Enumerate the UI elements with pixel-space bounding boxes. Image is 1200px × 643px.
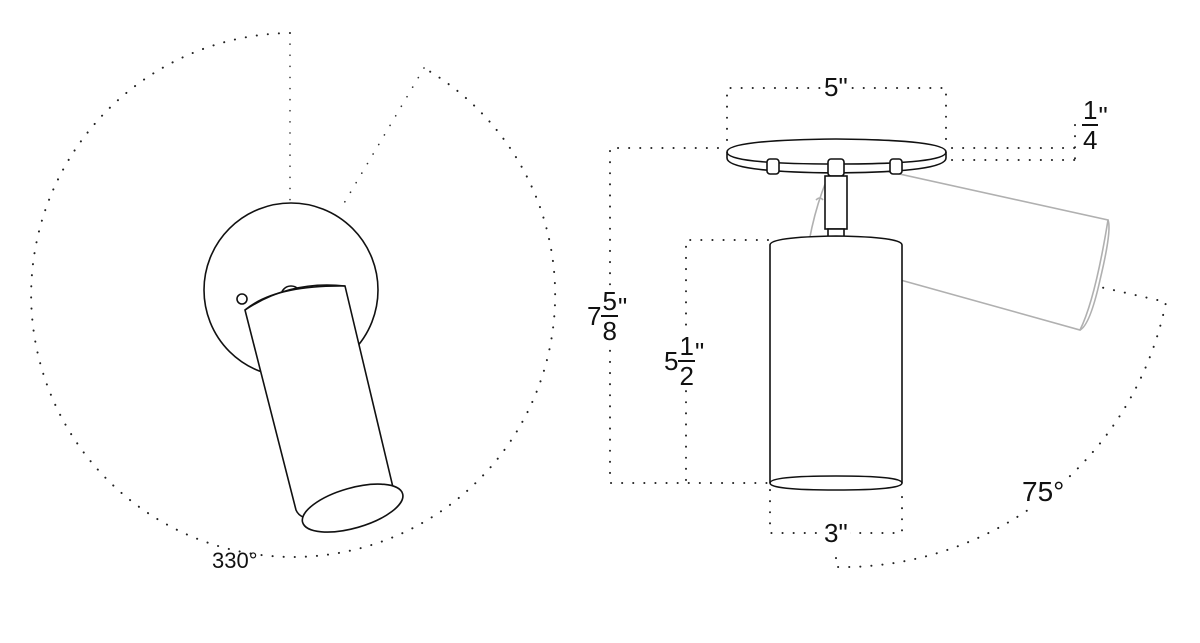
fraction-denominator: 4 [1083,125,1098,155]
fraction: 5 8 [601,286,618,346]
whole-number: 7 [587,301,602,331]
shade-diameter-dim [769,489,903,534]
stem [824,175,848,230]
rotation-view [30,32,557,558]
fraction-numerator: 5 [601,286,618,317]
canopy-thickness-label: 1 4 " [1082,97,1108,153]
fraction-numerator: 1 [678,331,695,362]
rotated-cylinder [244,284,404,533]
shade-diameter-label: 3" [822,518,850,548]
whole-number: 5 [664,346,679,376]
upright-shade [769,235,903,491]
fraction: 1 2 [678,331,695,391]
rotation-angle-label: 330° [212,548,258,573]
tilt-arc [835,286,1168,569]
overall-height-dim [609,147,769,484]
inch-mark: " [1098,101,1108,131]
shade-height-label: 5 1 2 " [664,331,705,391]
fraction-denominator: 2 [679,361,694,391]
fraction: 1 4 [1082,95,1099,155]
rotation-guide-angled [339,67,425,211]
canopy-stud-center [827,158,845,177]
side-elevation [609,87,1168,569]
inch-mark: " [694,337,705,367]
canopy-stud-right [889,158,903,175]
fraction-numerator: 1 [1082,95,1099,126]
canopy-stud-left [766,158,780,175]
overall-height-label: 7 5 8 " [587,286,628,346]
shade-height-dim [685,239,769,484]
screw-hole [236,293,248,305]
canopy-width-label: 5" [822,72,850,102]
tilt-angle-label: 75° [1020,476,1067,507]
fraction-denominator: 8 [602,316,617,346]
inch-mark: " [617,292,628,322]
